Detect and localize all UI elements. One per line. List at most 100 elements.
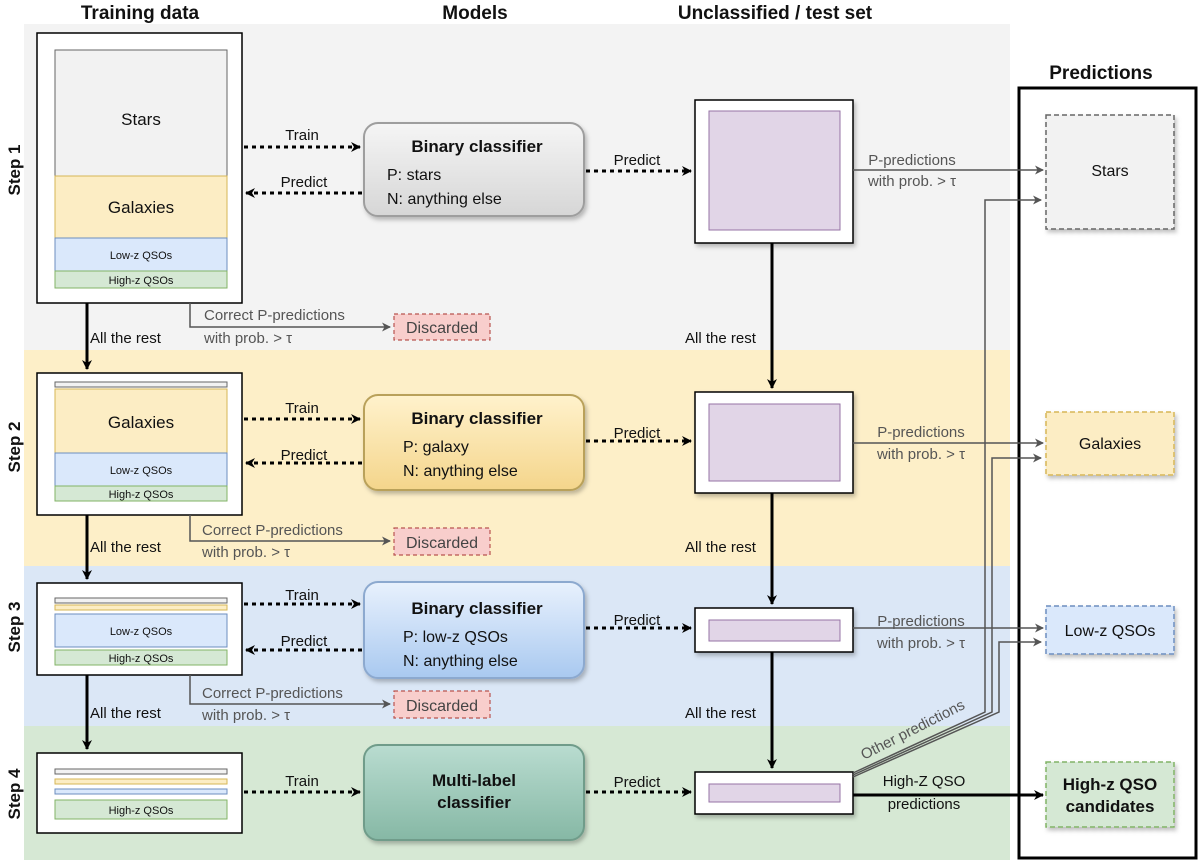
correct-label-step2-line2: with prob. > τ [201, 544, 290, 561]
train-label-step4: Train [285, 773, 319, 790]
ppred-step3-line2: with prob. > τ [876, 635, 965, 652]
multilabel-line2: classifier [437, 793, 511, 812]
ppred-step2-line2: with prob. > τ [876, 446, 965, 463]
classifier-title: Binary classifier [411, 137, 543, 156]
training-box-step4: High-z QSOs [36, 752, 243, 834]
segment-highz-label: High-z QSOs [109, 805, 174, 817]
other-predictions-arrows [852, 195, 1042, 778]
segment-galaxies-label: Galaxies [108, 413, 174, 432]
correct-label-step3-line2: with prob. > τ [201, 707, 290, 724]
highz-pred-line2: predictions [888, 796, 961, 813]
ppred-step3-line1: P-predictions [877, 613, 965, 630]
testset-box-step1 [694, 99, 854, 244]
all-rest-label-test1: All the rest [685, 330, 757, 347]
segment-highz [54, 485, 228, 502]
discarded-label: Discarded [406, 535, 478, 552]
discarded-box-step2: Discarded [393, 527, 491, 556]
testset-box-step2 [694, 391, 854, 494]
correct-label-step1-line1: Correct P-predictions [204, 307, 345, 324]
training-box-step3: Low-z QSOs High-z QSOs [36, 582, 243, 676]
segment-stars [54, 49, 228, 177]
segment-stars-thin [54, 381, 228, 388]
all-rest-label-train1: All the rest [90, 330, 162, 347]
predict-label-step4: Predict [614, 774, 662, 791]
segment-lowz-label: Low-z QSOs [110, 250, 173, 262]
segment-stars-label: Stars [121, 110, 161, 129]
classifier-title: Binary classifier [411, 409, 543, 428]
correct-label-step3-line1: Correct P-predictions [202, 685, 343, 702]
prediction-box-highz-candidates: High-z QSO candidates [1045, 761, 1175, 828]
segment-lowz [54, 452, 228, 487]
predict-label-step1-back: Predict [281, 174, 329, 191]
candidates-line2: candidates [1066, 797, 1155, 816]
header-predictions: Predictions [1049, 63, 1152, 84]
segment-galaxies-thin [54, 778, 228, 785]
segment-lowz-thin [54, 788, 228, 795]
prediction-box-lowz: Low-z QSOs [1045, 605, 1175, 655]
predict-label-step2: Predict [614, 425, 662, 442]
segment-lowz [54, 613, 228, 648]
classifier-positive: P: stars [387, 167, 441, 184]
segment-highz [54, 270, 228, 289]
candidates-line1: High-z QSO [1063, 775, 1157, 794]
p-prediction-arrows [853, 165, 1044, 633]
classifier-negative: N: anything else [403, 463, 518, 480]
classifier-positive: P: low-z QSOs [403, 629, 508, 646]
header-models: Models [442, 3, 507, 24]
predict-label-step3: Predict [614, 612, 662, 629]
classifier-title: Binary classifier [411, 599, 543, 618]
prediction-box-galaxies: Galaxies [1045, 411, 1175, 476]
training-box-step1: Stars Galaxies Low-z QSOs High-z QSOs [36, 32, 243, 304]
correct-label-step2-line1: Correct P-predictions [202, 522, 343, 539]
prediction-box-stars: Stars [1045, 114, 1175, 230]
segment-lowz-label: Low-z QSOs [110, 465, 173, 477]
classifier-negative: N: anything else [387, 191, 502, 208]
segment-lowz-label: Low-z QSOs [110, 626, 173, 638]
predict-label-step3-back: Predict [281, 633, 329, 650]
segment-highz-label: High-z QSOs [109, 275, 174, 287]
classifier-step4: Multi-label classifier [363, 744, 585, 841]
all-rest-label-test2: All the rest [685, 539, 757, 556]
train-label-step3: Train [285, 587, 319, 604]
step-2-label: Step 2 [5, 421, 24, 472]
step-4-label: Step 4 [5, 768, 24, 820]
ppred-step1-line1: P-predictions [868, 152, 956, 169]
classifier-negative: N: anything else [403, 653, 518, 670]
segment-galaxies-label: Galaxies [108, 198, 174, 217]
ppred-step2-line1: P-predictions [877, 424, 965, 441]
all-rest-label-train2: All the rest [90, 539, 162, 556]
classifier-step1: Binary classifier P: stars N: anything e… [363, 122, 585, 217]
training-box-step2: Galaxies Low-z QSOs High-z QSOs [36, 372, 243, 516]
step-1-label: Step 1 [5, 144, 24, 195]
prediction-lowz-label: Low-z QSOs [1065, 623, 1156, 640]
prediction-stars-label: Stars [1091, 163, 1128, 180]
discarded-box-step1: Discarded [393, 313, 491, 341]
classifier-step2: Binary classifier P: galaxy N: anything … [363, 394, 585, 491]
segment-highz [54, 799, 228, 820]
segment-stars-thin [54, 597, 228, 604]
discarded-box-step3: Discarded [393, 690, 491, 719]
segment-galaxies-thin [54, 604, 228, 611]
discard-arrows [189, 303, 391, 709]
predict-label-step1: Predict [614, 152, 662, 169]
predict-label-step2-back: Predict [281, 447, 329, 464]
testset-box-step3 [694, 607, 854, 653]
correct-label-step1-line2: with prob. > τ [203, 330, 292, 347]
header-unclassified: Unclassified / test set [678, 3, 873, 24]
segment-galaxies [54, 388, 228, 454]
highz-pred-line1: High-Z QSO [883, 773, 966, 790]
discarded-label: Discarded [406, 698, 478, 715]
step-3-label: Step 3 [5, 601, 24, 652]
train-label-step1: Train [285, 127, 319, 144]
segment-stars-thin [54, 768, 228, 775]
train-predict-arrows [244, 142, 692, 797]
ppred-step1-line2: with prob. > τ [867, 173, 956, 190]
segment-highz-label: High-z QSOs [109, 489, 174, 501]
segment-highz [54, 649, 228, 666]
classifier-positive: P: galaxy [403, 439, 469, 456]
segment-galaxies [54, 175, 228, 239]
testset-box-step4 [694, 771, 854, 815]
prediction-galaxies-label: Galaxies [1079, 436, 1141, 453]
train-label-step2: Train [285, 400, 319, 417]
